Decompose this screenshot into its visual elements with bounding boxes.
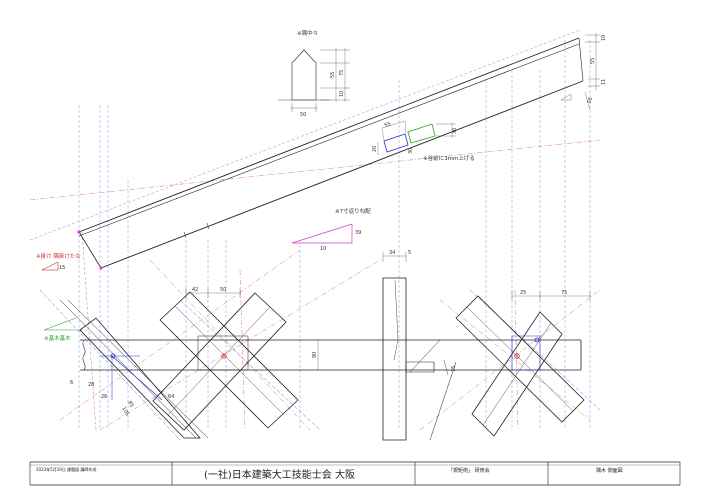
title-course: 「規矩術」 研修会 xyxy=(448,467,490,474)
reference-lines xyxy=(29,29,601,441)
right-crossing xyxy=(455,295,585,437)
slope-triangle xyxy=(291,223,353,244)
lower-left-members xyxy=(59,299,209,439)
dim-64: 64 xyxy=(168,394,174,400)
raise-note: ※谷前に3mm上げる xyxy=(423,154,475,162)
dim-105: 105 xyxy=(120,406,130,417)
right-dims xyxy=(511,291,591,301)
dim-6: 6 xyxy=(70,380,73,386)
title-organization: (一社)日本建築大工技能士会 大阪 xyxy=(204,468,355,481)
hook-note: ※掛け 隅掛けたな xyxy=(36,252,81,260)
dim-beam-height: 90 xyxy=(312,352,318,358)
dim-34: 34 xyxy=(389,250,395,256)
section-title: ※隅中々 xyxy=(297,29,318,37)
slope-mark-icon xyxy=(560,93,572,101)
slope-title: ※7寸返り勾配 xyxy=(335,207,371,215)
dim-blue-c: 30 xyxy=(408,148,414,154)
dim-5: 5 xyxy=(408,250,411,256)
hook-marker xyxy=(41,261,59,271)
beam xyxy=(80,339,582,371)
dim-sec-h2: 75 xyxy=(339,70,345,76)
dim-75: 75 xyxy=(561,290,567,296)
dim-green-a: 30 xyxy=(452,128,458,134)
base-note: ※基木基木 xyxy=(44,334,71,342)
dim-sec-h3: 10 xyxy=(339,91,345,97)
dim-slope-rise: 39 xyxy=(355,230,361,236)
rafter xyxy=(78,33,600,269)
dim-15: 15 xyxy=(451,366,457,372)
section-sketch xyxy=(278,48,350,112)
dim-42: 42 xyxy=(192,287,198,293)
dim-rafter-mid: 55 xyxy=(590,58,596,64)
dim-hook: 15 xyxy=(59,265,65,271)
dim-rafter-top: 10 xyxy=(601,35,607,41)
dim-blue-a: 55 xyxy=(384,121,392,129)
dim-sec-h1: 55 xyxy=(330,72,336,78)
dim-rafter-a: 16 xyxy=(586,97,594,105)
left-dims xyxy=(185,288,241,298)
dim-25: 25 xyxy=(520,290,526,296)
dim-blue-b: 20 xyxy=(372,146,378,152)
dim-50: 50 xyxy=(220,287,226,293)
left-crossing xyxy=(152,291,299,431)
dim-26: 26 xyxy=(101,394,107,400)
dim-sec-width: 50 xyxy=(300,112,306,118)
title-date: 2023年5月19日 課題図 講師作成 xyxy=(36,466,96,472)
title-drawing: 隅木 側面図 xyxy=(596,467,623,474)
dim-slope-run: 10 xyxy=(320,246,326,252)
title-block xyxy=(29,461,681,486)
dim-85: 85 xyxy=(126,400,134,409)
notch-marks xyxy=(377,120,456,155)
junction-markers xyxy=(77,230,540,359)
dim-rafter-bot: 11 xyxy=(601,79,607,85)
central-post xyxy=(382,252,457,441)
dim-28: 28 xyxy=(88,382,94,388)
base-marker xyxy=(43,317,82,331)
